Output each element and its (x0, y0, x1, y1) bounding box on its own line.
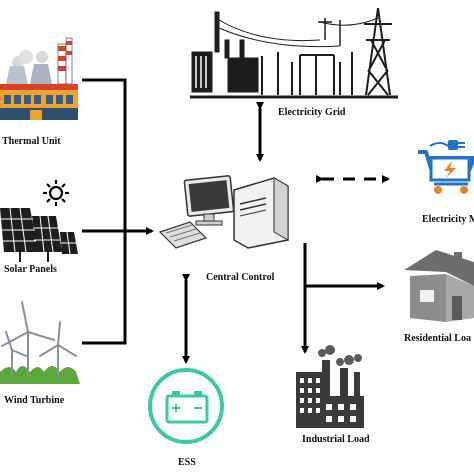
wind-turbine-icon (0, 301, 80, 384)
substation-icon (190, 7, 398, 99)
computer-icon (158, 175, 289, 249)
electricity-market-label: Electricity M (422, 214, 474, 225)
thermal-feed-line (82, 78, 127, 231)
shopping-cart-plug-icon (418, 140, 474, 194)
industrial-load-label: Industrial Load (302, 434, 370, 445)
electricity-grid-label: Electricity Grid (278, 107, 346, 118)
factory-icon (296, 345, 364, 428)
ess-label: ESS (178, 457, 196, 468)
house-icon (404, 250, 474, 322)
connectors (82, 78, 390, 364)
wind-turbine-label: Wind Turbine (4, 395, 65, 406)
power-plant-icon (0, 37, 78, 120)
battery-icon (148, 368, 224, 444)
control-to-loads-line (303, 243, 385, 290)
sun-icon (43, 180, 69, 206)
wind-feed-line (82, 231, 127, 345)
solar-panels-label: Solar Panels (4, 264, 57, 275)
central-control-label: Central Control (206, 272, 275, 283)
solar-panel-icon (0, 207, 78, 262)
thermal-unit-label: Thermal Unit (2, 136, 61, 147)
residential-load-label: Residential Loa (404, 333, 471, 344)
